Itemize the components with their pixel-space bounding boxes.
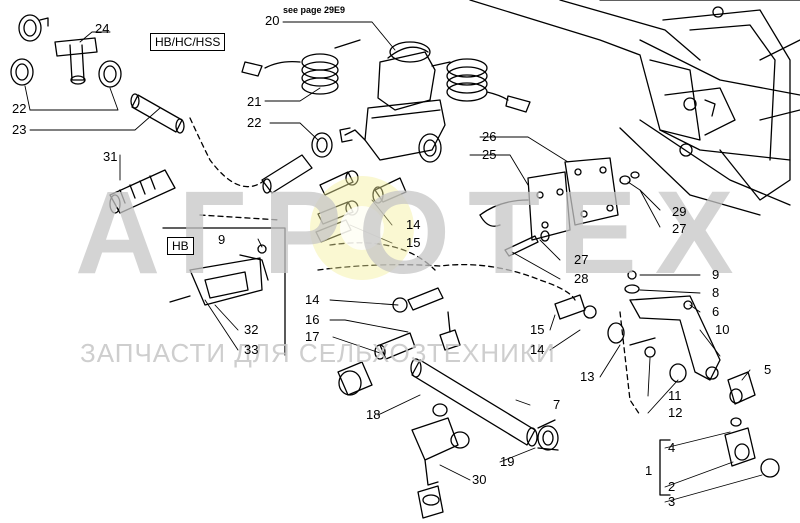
callout-9-inset: 9: [218, 232, 226, 247]
inset-box-label: HB: [167, 237, 194, 255]
callout-24: 24: [95, 21, 110, 36]
callout-5: 5: [764, 362, 772, 377]
callout-33: 33: [244, 342, 259, 357]
tee-fitting: [54, 37, 98, 85]
callout-10: 10: [715, 322, 730, 337]
callout-22-middle: 22: [247, 115, 262, 130]
callout-27-upper: 27: [672, 221, 687, 236]
cable-coil-left: [241, 39, 361, 95]
callout-32: 32: [244, 322, 259, 337]
callout-14-lower: 14: [530, 342, 545, 357]
main-pipe: [337, 311, 538, 447]
callout-16: 16: [305, 312, 320, 327]
nozzle-assembly: [554, 294, 780, 496]
callout-14-middle: 14: [305, 292, 320, 307]
callout-15-upper: 15: [406, 235, 421, 250]
callout-26: 26: [482, 129, 497, 144]
callout-28: 28: [574, 271, 589, 286]
variant-box-label: HB/HC/HSS: [150, 33, 226, 51]
bracket-arm: [624, 270, 721, 381]
callout-14-upper: 14: [406, 217, 421, 232]
callout-27-lower: 27: [574, 252, 589, 267]
cable-coil-right: [446, 58, 531, 113]
callout-19: 19: [500, 454, 515, 469]
callout-21: 21: [247, 94, 262, 109]
watermark-logo: [310, 176, 414, 280]
hose-dashed-paths: [189, 117, 641, 416]
hose-clamp: [10, 14, 122, 88]
callout-9: 9: [712, 267, 720, 282]
callout-13: 13: [580, 369, 595, 384]
callout-15-lower: 15: [530, 322, 545, 337]
mounting-bracket: [479, 157, 640, 257]
inset-bracket: [162, 227, 286, 356]
callout-22-upper: 22: [12, 101, 27, 116]
callout-8: 8: [712, 285, 720, 300]
callout-20: 20: [265, 13, 280, 28]
watermark-logo-text: АГРОТЕХ: [75, 167, 752, 299]
hose-middle: [261, 132, 333, 194]
callout-6: 6: [712, 304, 720, 319]
callout-31: 31: [103, 149, 118, 164]
callout-4: 4: [668, 440, 676, 455]
hose-piece: [130, 93, 185, 134]
leader-lines: [24, 21, 763, 503]
page-reference: see page 29E9: [283, 5, 346, 15]
callout-12: 12: [668, 405, 683, 420]
solenoid-valve: [339, 41, 451, 163]
multi-tee-fitting: [411, 403, 470, 519]
hose-connector: [109, 169, 176, 214]
callout-3: 3: [668, 494, 676, 509]
callout-23: 23: [12, 122, 27, 137]
callout-29: 29: [672, 204, 687, 219]
callout-1: 1: [645, 463, 653, 478]
callout-17: 17: [305, 329, 320, 344]
callout-11: 11: [668, 388, 682, 403]
callout-25: 25: [482, 147, 497, 162]
watermark-tagline: ЗАПЧАСТИ ДЛЯ СЕЛЬХОЗТЕХНИКИ: [80, 338, 556, 368]
frame-assembly: [469, 0, 800, 216]
callout-30: 30: [472, 472, 487, 487]
callout-2: 2: [668, 479, 676, 494]
callout-7: 7: [553, 397, 561, 412]
end-cap: [537, 419, 559, 451]
callout-18: 18: [366, 407, 381, 422]
